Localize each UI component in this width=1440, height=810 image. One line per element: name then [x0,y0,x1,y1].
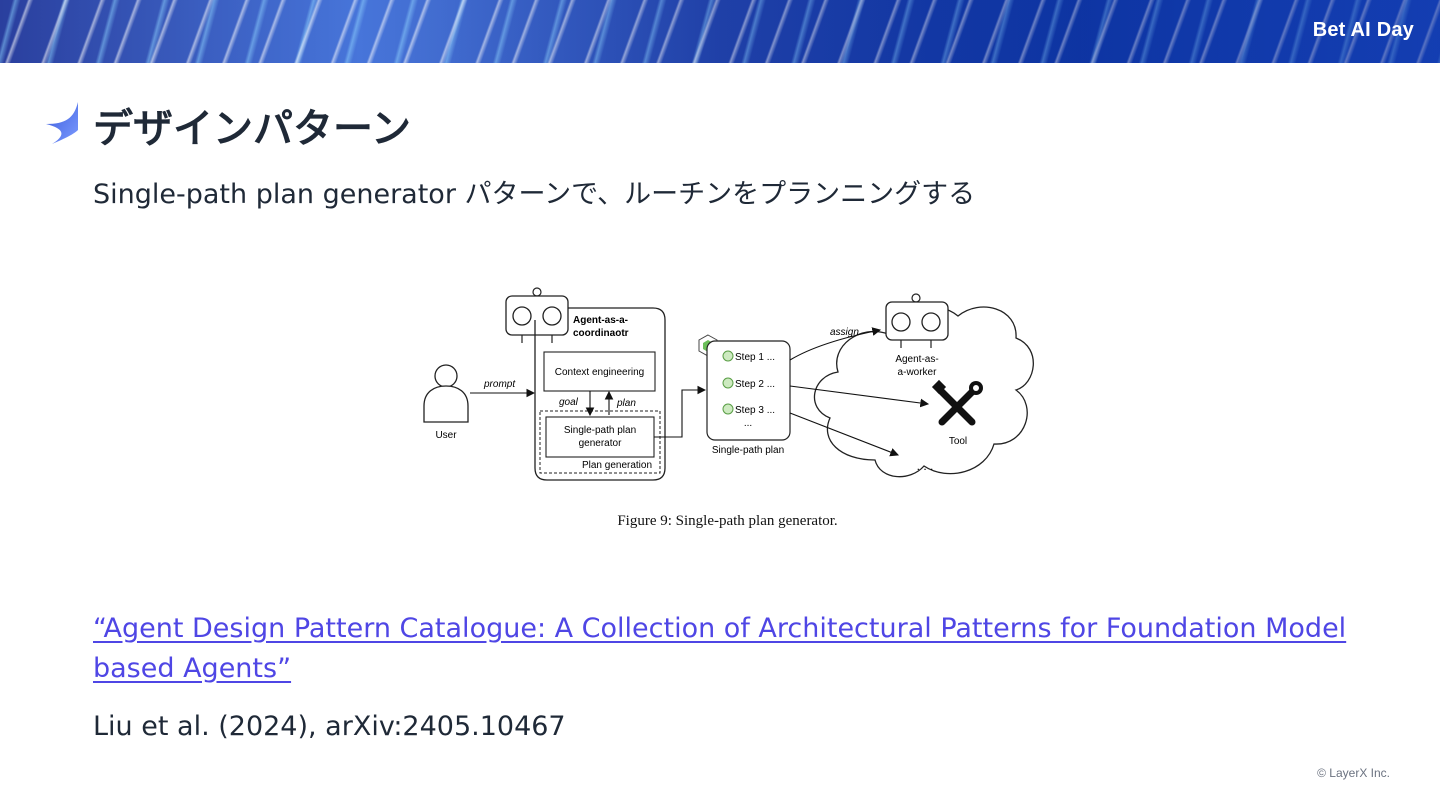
plan-output-arrow [654,385,707,438]
coordinator-container [534,307,666,481]
worker-robot-icon [885,293,949,348]
banner-fade [0,0,1440,63]
goal-label: goal [559,397,579,408]
assign-label: assign [830,327,859,338]
banner-streaks [0,0,1440,63]
reference-link[interactable]: “Agent Design Pattern Catalogue: A Colle… [93,609,1393,689]
user-figure [423,364,469,423]
coordinator-label-2: coordinaotr [573,328,629,339]
plan-label: plan [616,398,636,409]
tool-arrow [789,385,930,408]
brand-logo: Bet AI Day [1312,19,1414,41]
worker-cloud [813,305,1034,478]
reference-meta: Liu et al. (2024), arXiv:2405.10467 [93,711,566,742]
single-path-plan-label: Single-path plan [712,445,784,456]
step-ellipsis: ... [744,418,752,429]
worker-label-1: Agent-as- [895,354,938,365]
tool-label: Tool [949,436,967,447]
cloud-ellipsis: . . . [917,459,934,473]
figure-caption: Figure 9: Single-path plan generator. [617,513,838,529]
plan-generation-label: Plan generation [582,460,652,471]
prompt-label: prompt [483,379,516,390]
step-2-label: Step 2 ... [735,379,775,390]
worker-label-2: a-worker [898,367,938,378]
coordinator-label-1: Agent-as-a- [573,315,628,326]
architecture-diagram: User prompt Agent-as-a- coordinaotr Cont… [423,287,1034,481]
context-engineering-label: Context engineering [555,367,645,378]
generator-box [545,416,655,458]
coordinator-robot-icon [505,287,569,343]
context-engineering-box [543,351,656,392]
page-title: デザインパターン [93,106,411,152]
header-banner: Bet AI Day [0,0,1440,63]
step-3-label: Step 3 ... [735,405,775,416]
plan-generation-box [539,410,661,474]
step-1-label: Step 1 ... [735,352,775,363]
generator-label-2: generator [579,438,622,449]
reference-link-part1[interactable]: “Agent Design Pattern Catalogue: A Colle… [93,613,1347,644]
sparkle-icon [46,102,78,144]
tools-icon [931,379,983,426]
other-arrow [789,412,900,457]
reference-link-part2[interactable]: based Agents” [93,653,292,684]
assign-arrow [789,327,882,361]
user-label: User [435,430,457,441]
page-subtitle: Single-path plan generator パターンで、ルーチンをプラ… [93,179,976,210]
copyright: © LayerX Inc. [1317,766,1390,780]
single-path-plan-box [706,340,791,441]
generator-label-1: Single-path plan [564,425,636,436]
